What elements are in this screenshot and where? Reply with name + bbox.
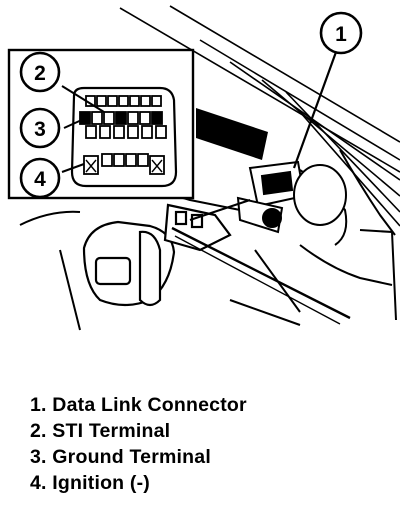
callout-3: 3 [19,107,61,149]
connector-bottom-pins [83,153,165,175]
legend-item: 2. STI Terminal [30,418,247,444]
legend-item-label: Ignition (-) [52,472,150,494]
connector-location-diagram: 1 2 3 4 [7,5,400,331]
shadow-wedge [196,108,268,160]
callout-4: 4 [19,157,61,199]
legend-item-number: 3. [30,446,47,468]
steering-column [82,203,351,325]
connector-top-pins [85,95,162,107]
legend-list: 1. Data Link Connector 2. STI Terminal 3… [30,392,247,496]
callout-1-number: 1 [335,23,347,46]
callout-3-number: 3 [34,118,46,141]
legend-item: 1. Data Link Connector [30,392,247,418]
callout-2: 2 [19,51,61,93]
legend-item-number: 4. [30,472,47,494]
legend-item: 3. Ground Terminal [30,444,247,470]
legend-item-number: 2. [30,420,47,442]
inset-leader-lines [61,85,105,173]
legend-item-label: Ground Terminal [52,446,211,468]
legend-item-label: STI Terminal [52,420,171,442]
legend-item: 4. Ignition (-) [30,470,247,496]
callout-4-number: 4 [34,168,46,191]
connector-middle-pins [79,111,167,139]
callout-1: 1 [319,11,363,55]
connector-face [70,86,178,188]
data-link-connector-assembly [189,160,347,234]
callout-1-leader [292,51,338,169]
legend-item-number: 1. [30,394,47,416]
callout-2-number: 2 [34,62,46,85]
dashboard-hatching [119,5,400,227]
legend-item-label: Data Link Connector [52,394,247,416]
